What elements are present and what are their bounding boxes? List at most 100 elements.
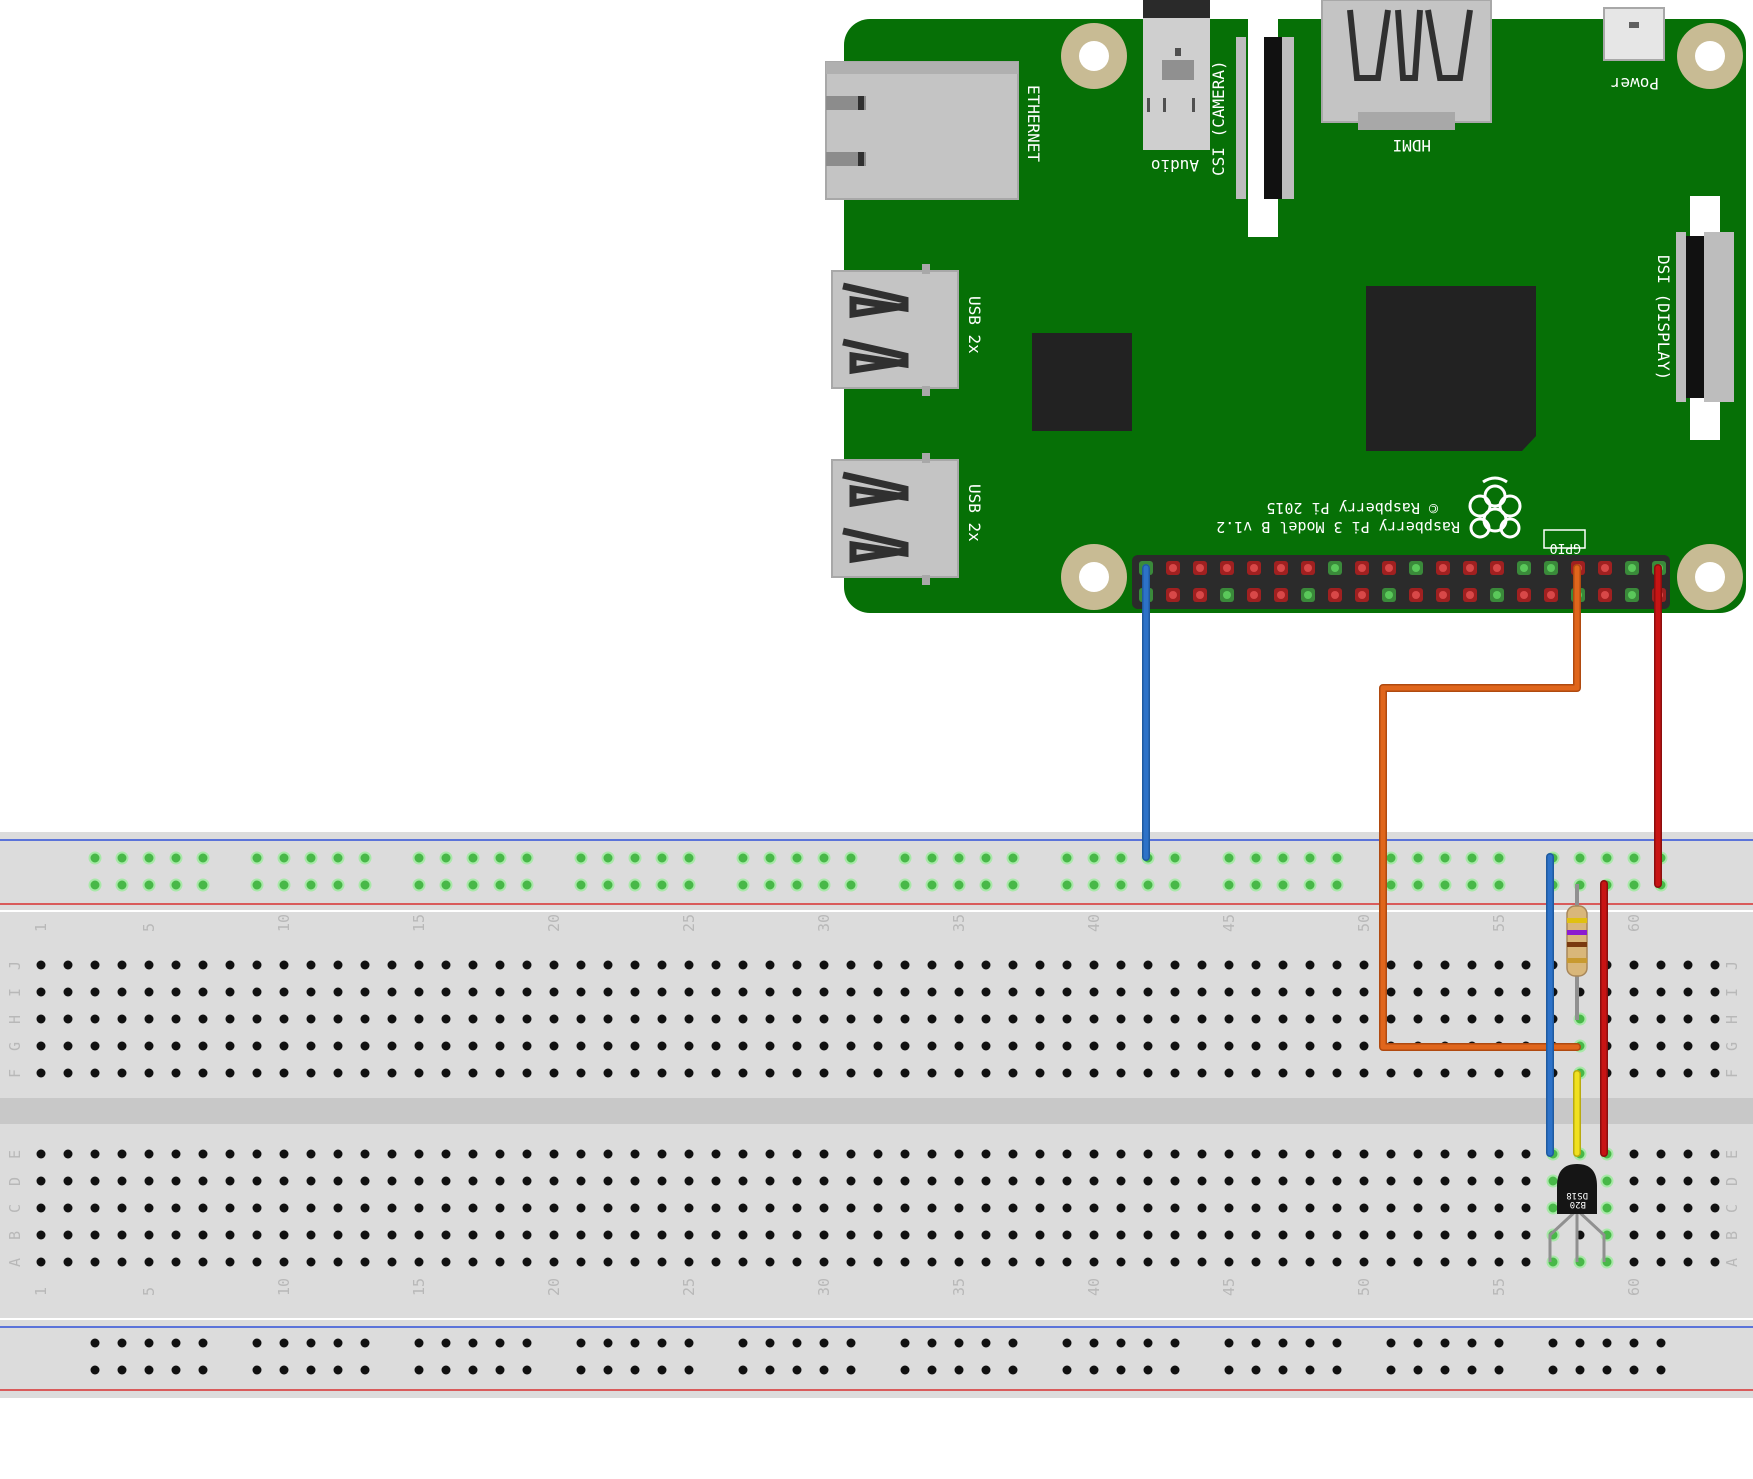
breadboard-hole: [792, 1230, 802, 1240]
breadboard-hole: [117, 1257, 127, 1267]
breadboard-hole: [792, 1176, 802, 1186]
breadboard-hole: [981, 987, 991, 997]
breadboard-hole: [873, 1068, 883, 1078]
breadboard-hole: [333, 1203, 343, 1213]
rail-hole: [1060, 878, 1074, 892]
breadboard-hole: [819, 1203, 829, 1213]
column-number: 5: [140, 1287, 158, 1296]
breadboard-hole: [1683, 1230, 1693, 1240]
gpio-pin-center: [1412, 591, 1420, 599]
rail-hole: [1656, 1338, 1666, 1348]
rail-hole: [1627, 851, 1641, 865]
rail-hole: [628, 878, 642, 892]
rail-hole: [1116, 1365, 1126, 1375]
breadboard-hole: [63, 960, 73, 970]
rail-hole: [468, 1338, 478, 1348]
breadboard-hole: [1521, 987, 1531, 997]
breadboard-hole: [1440, 1149, 1450, 1159]
breadboard-hole: [1143, 1014, 1153, 1024]
gpio-pin-center: [1466, 564, 1474, 572]
breadboard-hole: [387, 1230, 397, 1240]
gpio-pin-center: [1331, 591, 1339, 599]
temperature-sensor[interactable]: DS18 B20: [1548, 1164, 1606, 1262]
breadboard-hole: [522, 1230, 532, 1240]
breadboard-hole: [1656, 1176, 1666, 1186]
breadboard-hole: [873, 960, 883, 970]
breadboard-hole: [927, 1068, 937, 1078]
breadboard-hole: [63, 1176, 73, 1186]
rail-hole: [306, 1338, 316, 1348]
rail-hole: [169, 878, 183, 892]
breadboard-hole: [1683, 1014, 1693, 1024]
breadboard-hole: [1494, 1014, 1504, 1024]
column-number: 35: [950, 1278, 968, 1296]
resistor[interactable]: [1566, 884, 1588, 1020]
breadboard-hole: [1008, 987, 1018, 997]
breadboard-hole: [819, 960, 829, 970]
breadboard-hole: [900, 1068, 910, 1078]
breadboard-hole: [387, 1041, 397, 1051]
breadboard-hole: [1035, 1176, 1045, 1186]
breadboard-hole: [1359, 1068, 1369, 1078]
breadboard-hole: [1305, 1041, 1315, 1051]
breadboard-hole: [684, 1230, 694, 1240]
rail-hole: [1276, 878, 1290, 892]
column-number: 25: [680, 914, 698, 932]
breadboard-hole: [90, 1041, 100, 1051]
rail-hole: [1492, 851, 1506, 865]
rail-hole: [493, 851, 507, 865]
breadboard-hole: [927, 1149, 937, 1159]
breadboard-hole: [630, 1149, 640, 1159]
breadboard-hole: [1197, 1041, 1207, 1051]
column-number: 10: [275, 914, 293, 932]
breadboard-hole: [765, 1230, 775, 1240]
breadboard-hole: [1062, 1176, 1072, 1186]
breadboard-hole: [1224, 1203, 1234, 1213]
breadboard-hole: [1494, 987, 1504, 997]
rail-hole: [1386, 1338, 1396, 1348]
rail-hole: [925, 851, 939, 865]
rail-hole: [171, 1338, 181, 1348]
breadboard-hole: [900, 1257, 910, 1267]
rail-hole: [736, 878, 750, 892]
rail-hole: [682, 851, 696, 865]
breadboard-hole: [63, 1041, 73, 1051]
breadboard-hole: [225, 1230, 235, 1240]
rail-hole: [790, 878, 804, 892]
row-letter: H: [6, 1015, 24, 1024]
rail-hole: [819, 1338, 829, 1348]
breadboard-hole: [1251, 1041, 1261, 1051]
breadboard-hole: [333, 1230, 343, 1240]
rail-hole: [684, 1365, 694, 1375]
breadboard-hole: [1251, 1230, 1261, 1240]
breadboard-hole: [1197, 1257, 1207, 1267]
breadboard-hole: [711, 987, 721, 997]
breadboard-hole: [711, 1176, 721, 1186]
breadboard-hole: [225, 987, 235, 997]
breadboard-hole: [36, 1257, 46, 1267]
rail-hole: [1168, 851, 1182, 865]
breadboard-hole: [1143, 987, 1153, 997]
breadboard-hole: [1035, 987, 1045, 997]
rail-hole: [1438, 851, 1452, 865]
rail-hole: [279, 1338, 289, 1348]
breadboard-hole: [1467, 1176, 1477, 1186]
breadboard-hole: [1008, 960, 1018, 970]
breadboard-hole: [1521, 1203, 1531, 1213]
breadboard-hole: [1224, 1149, 1234, 1159]
gpio-pin-center: [1223, 564, 1231, 572]
breadboard-hole: [198, 1068, 208, 1078]
breadboard-hole: [117, 987, 127, 997]
breadboard-hole: [1546, 1174, 1560, 1188]
breadboard-hole: [360, 1068, 370, 1078]
row-letter: E: [1723, 1150, 1741, 1159]
breadboard-hole: [684, 1176, 694, 1186]
breadboard-hole: [684, 960, 694, 970]
breadboard-hole: [468, 1203, 478, 1213]
breadboard-hole: [1440, 1203, 1450, 1213]
rail-hole: [1089, 1365, 1099, 1375]
breadboard-hole: [171, 1149, 181, 1159]
gpio-pin-center: [1385, 564, 1393, 572]
breadboard-hole: [873, 1014, 883, 1024]
breadboard-hole: [414, 1176, 424, 1186]
